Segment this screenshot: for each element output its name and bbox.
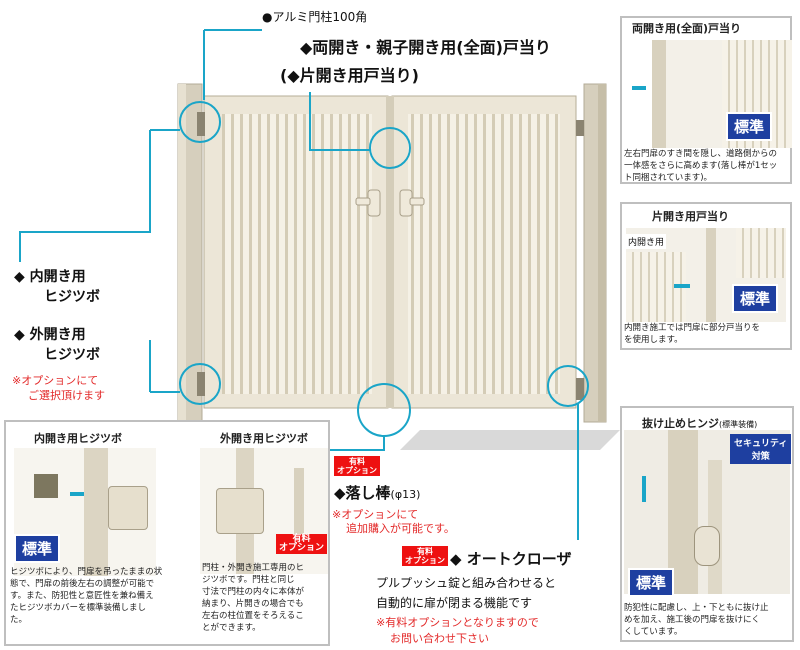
closer-option-badge: 有料 オプション bbox=[402, 546, 448, 566]
stopper-label: ◆両開き・親子開き用(全面)戸当り bbox=[300, 38, 551, 57]
outer-hinge-title: 外開き用ヒジツボ bbox=[220, 432, 308, 445]
single-stopper-standard-badge: 標準 bbox=[732, 284, 779, 313]
closer-desc-1: プルプッシュ錠と組み合わせると bbox=[376, 576, 557, 590]
closer-title: ◆ オートクローザ bbox=[450, 550, 572, 568]
inner-hinge-label-2: ヒジツボ bbox=[44, 289, 100, 305]
inner-hinge-leader bbox=[19, 129, 180, 262]
inner-hinge-standard-badge: 標準 bbox=[14, 534, 61, 563]
drop-bar-title: ◆落し棒(φ13) bbox=[334, 484, 421, 502]
outer-hinge-photo bbox=[200, 448, 328, 574]
security-badge: セキュリティ 対策 bbox=[730, 434, 792, 464]
outer-hinge-leader bbox=[149, 340, 180, 393]
hinge-lock-panel: 抜け止めヒンジ(標準装備) セキュリティ 対策 標準 防犯性に配慮し、上・下とも… bbox=[620, 406, 794, 642]
closer-device bbox=[576, 378, 584, 400]
closer-desc-2: 自動的に扉が閉まる機能です bbox=[376, 596, 533, 610]
upper-hinge-callout bbox=[179, 101, 221, 143]
hinge-lock-caption: 防犯性に配慮し、上・下ともに抜け止 めを加え、施工後の門扉を抜けにく くしていま… bbox=[624, 603, 769, 637]
outer-hinge-label-1: ◆ 外開き用 bbox=[14, 327, 86, 343]
full-stopper-standard-badge: 標準 bbox=[726, 112, 773, 141]
drop-bar-note-2: 追加購入が可能です。 bbox=[346, 522, 455, 535]
arrow-icon bbox=[674, 284, 690, 288]
single-stopper-title: 片開き用戸当り bbox=[652, 210, 729, 223]
hinge-lock-title: 抜け止めヒンジ(標準装備) bbox=[642, 417, 758, 430]
inner-hinge-label-1: ◆ 内開き用 bbox=[14, 269, 86, 285]
single-stopper-caption: 内開き施工では門扉に部分戸当りを を使用します。 bbox=[624, 323, 761, 345]
full-stopper-panel: 両開き用(全面)戸当り 標準 左右門扉のすき間を隠し、道路側からの 一体感をさら… bbox=[620, 16, 792, 184]
closer-note-1: ※有料オプションとなりますので bbox=[376, 616, 539, 629]
hinges-panel: 内開き用ヒジツボ 外開き用ヒジツボ 標準 有料 オプション ヒジツボにより、門扉… bbox=[4, 420, 330, 646]
inner-hinge-caption: ヒジツボにより、門扉を吊ったままの状 態で、門扉の前後左右の調整が可能で す。ま… bbox=[10, 567, 163, 625]
stopper-leader bbox=[309, 92, 370, 151]
arrow-icon bbox=[70, 492, 84, 496]
left-gate-slats bbox=[222, 114, 372, 394]
outer-hinge-label-2: ヒジツボ bbox=[44, 347, 100, 363]
upper-left-hinge bbox=[197, 112, 205, 136]
drop-bar-note-1: ※オプションにて bbox=[332, 508, 419, 521]
outer-hinge-caption: 門柱・外開き施工専用のヒ ジツボです。門柱と同じ 寸法で門柱の内々に本体が 納ま… bbox=[202, 563, 305, 633]
left-post-face bbox=[178, 84, 186, 422]
closer-callout bbox=[547, 365, 589, 407]
single-stopper-label: (◆片開き用戸当り) bbox=[280, 66, 419, 85]
hinge-option-note-1: ※オプションにて bbox=[12, 374, 99, 387]
right-post-side bbox=[598, 84, 606, 422]
hinge-option-note-2: ご選択頂けます bbox=[28, 389, 105, 402]
drop-bar-option-badge: 有料 オプション bbox=[334, 456, 380, 476]
stopper-callout bbox=[369, 127, 411, 169]
lower-left-hinge bbox=[197, 372, 205, 396]
outer-hinge-option-badge: 有料 オプション bbox=[276, 534, 328, 554]
full-stopper-caption: 左右門扉のすき間を隠し、道路側からの 一体感をさらに高めます(落し棒が1セッ ト… bbox=[624, 149, 778, 183]
arrow-icon bbox=[632, 86, 646, 90]
hinge-lock-standard-badge: 標準 bbox=[628, 568, 675, 597]
right-gate-slats bbox=[408, 114, 560, 394]
arrow-icon bbox=[642, 476, 646, 502]
lower-hinge-callout bbox=[179, 363, 221, 405]
closer-note-2: お問い合わせ下さい bbox=[390, 632, 489, 645]
full-stopper-title: 両開き用(全面)戸当り bbox=[632, 22, 742, 35]
single-stopper-tag: 内開き用 bbox=[626, 234, 667, 249]
single-stopper-panel: 片開き用戸当り 内開き用 標準 内開き施工では門扉に部分戸当りを を使用します。 bbox=[620, 202, 792, 350]
upper-right-hinge bbox=[576, 120, 584, 136]
inner-hinge-title: 内開き用ヒジツボ bbox=[34, 432, 122, 445]
center-stopper bbox=[386, 96, 394, 408]
ground-shadow bbox=[400, 430, 620, 450]
post-label: ●アルミ門柱100角 bbox=[262, 10, 368, 24]
